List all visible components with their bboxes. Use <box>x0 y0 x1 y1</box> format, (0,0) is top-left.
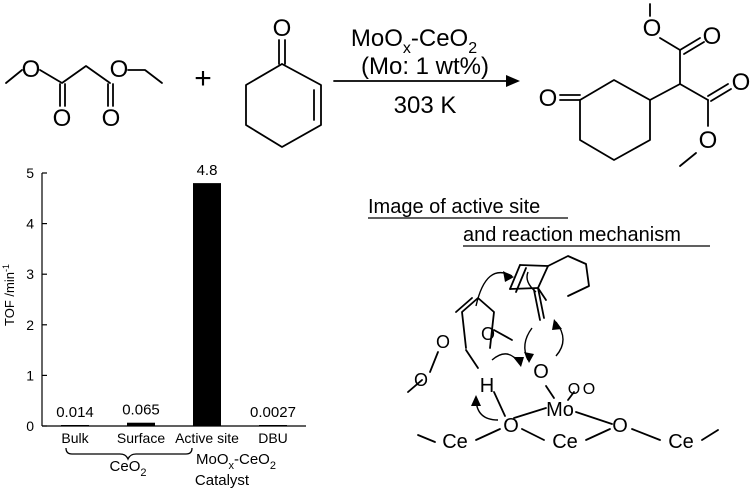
y-axis-label: TOF /min-1 <box>1 264 17 326</box>
y-tick-label: 1 <box>26 367 34 383</box>
category-label: Bulk <box>61 430 89 446</box>
active-site-catalyst-formula: MoOx-CeO2 <box>196 451 276 472</box>
category-label: Active site <box>175 430 239 446</box>
atom-o-oxo: O <box>568 381 580 398</box>
bar-dbu <box>259 425 287 426</box>
atom-mo: Mo <box>546 399 574 421</box>
y-tick-label: 4 <box>26 216 34 232</box>
category-label: Surface <box>117 430 165 446</box>
atom-label: O <box>481 324 495 344</box>
y-tick-label: 3 <box>26 266 34 282</box>
atom-label: O <box>436 332 450 352</box>
atom-o-oxo: O <box>583 381 595 398</box>
ceo2-group-brace <box>65 447 193 461</box>
y-tick-label: 5 <box>26 165 34 181</box>
plus-sign: + <box>194 62 212 95</box>
atom-label: O <box>102 105 121 132</box>
ceo2-group-label: CeO2 <box>110 458 147 479</box>
y-tick-label: 2 <box>26 317 34 333</box>
mechanism-panel: Image of active site and reaction mechan… <box>368 196 719 453</box>
mechanism-title-line1: Image of active site <box>368 196 540 218</box>
cyclohexenone-structure: O <box>245 15 322 148</box>
dimethyl-malonate-structure: O O O O <box>5 56 163 132</box>
atom-label: O <box>732 69 750 96</box>
bar-active-site <box>193 183 221 426</box>
temperature-label: 303 K <box>394 92 457 119</box>
catalyst-label: MoOx-CeO2 <box>351 25 477 57</box>
atom-label: O <box>539 85 558 112</box>
mechanism-title-line2: and reaction mechanism <box>463 224 681 246</box>
atom-h: H <box>480 375 494 397</box>
atom-o-mo: O <box>533 361 549 383</box>
atom-label: O <box>643 15 662 42</box>
bar-bulk <box>61 425 89 426</box>
atom-ce: Ce <box>442 431 468 453</box>
bar-value-label: 0.065 <box>122 402 160 419</box>
bar-value-label: 0.014 <box>56 404 94 421</box>
atom-o-bridge: O <box>612 415 628 437</box>
reaction-scheme: O O O O + O MoOx-CeO2 (Mo: 1 wt%) 303 K … <box>5 3 750 167</box>
y-axis: 0 1 2 3 4 5 <box>26 165 306 434</box>
support-bonds <box>417 385 719 443</box>
bar-surface <box>127 422 155 426</box>
atom-ce: Ce <box>552 431 578 453</box>
atom-label: O <box>273 15 292 42</box>
value-labels: 0.014 0.065 4.8 0.0027 <box>56 162 296 421</box>
category-labels: Bulk Surface Active site DBU <box>61 430 287 446</box>
bar-series <box>61 183 287 426</box>
loading-label: (Mo: 1 wt%) <box>361 53 489 80</box>
y-tick-label: 0 <box>26 418 34 434</box>
x-axis-label: Catalyst <box>195 472 250 488</box>
atom-label: O <box>22 56 41 83</box>
adsorbed-malonate: O O O <box>407 297 513 393</box>
atom-label: O <box>703 23 722 50</box>
bound-cyclohexenone <box>509 255 590 321</box>
atom-label: O <box>53 105 72 132</box>
atom-ce: Ce <box>668 431 694 453</box>
reaction-arrow <box>333 75 520 87</box>
bar-value-label: 4.8 <box>197 162 218 179</box>
curved-arrows <box>471 271 564 421</box>
atom-label: O <box>110 56 129 83</box>
category-label: DBU <box>258 430 288 446</box>
atom-label: O <box>699 127 718 154</box>
bar-value-label: 0.0027 <box>250 404 296 421</box>
product-structure: O O O O O <box>539 3 750 167</box>
atom-o-bridge: O <box>503 415 519 437</box>
